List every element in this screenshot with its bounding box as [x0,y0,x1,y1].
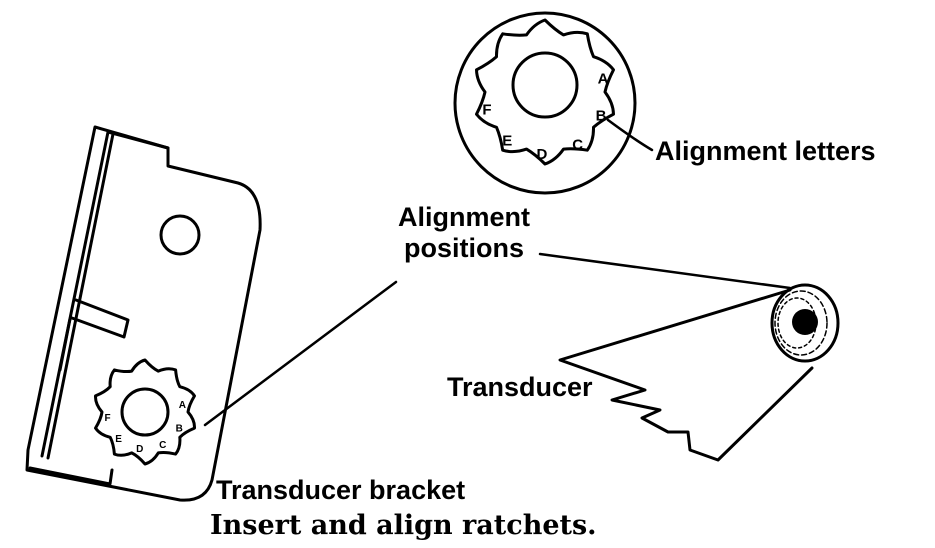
bracket-outline [25,125,262,502]
ratchet-letter-e: E [502,133,512,150]
bracket-gear-outline [93,358,197,466]
ratchet-outer-ring [453,11,637,195]
bracket-letter-c: C [159,440,166,451]
ratchet-center-hole [511,51,579,119]
transducer-label: Transducer [447,372,593,402]
bracket-inner-edge-2 [46,132,115,460]
bracket-inner-edge [40,130,110,458]
leader-alignment-letters [606,118,654,152]
alignment-letters-label: Alignment letters [655,136,876,166]
alignment-positions-line-2: positions [404,233,524,263]
transducer-body [558,288,814,462]
transducer [558,283,840,462]
transducer-cap-outer [770,283,840,363]
alignment-positions-label: Alignment positions [374,202,554,264]
bracket-letter-d: D [136,444,143,455]
bracket-letter-e: E [115,434,122,445]
bracket-gap-line [58,317,72,372]
bracket-gear-hole [120,387,170,437]
bracket-letter-a: A [179,400,186,411]
alignment-positions-line-1: Alignment [398,202,530,232]
bracket-slot [70,298,130,339]
figure-caption: Insert and align ratchets. [210,510,597,541]
bracket-letter-f: F [105,413,111,424]
ratchet-letter-d: D [536,146,547,163]
transducer-cap-ring [774,290,828,356]
bracket-letter-b: B [176,423,183,434]
ratchet-letter-b: B [596,107,607,124]
ratchet-letter-f: F [482,101,491,118]
leader-alignment-positions-bracket [203,280,398,427]
ratchet-letters-top: A BC D EF [482,70,608,162]
ratchet-letter-c: C [572,136,583,153]
ratchet-letters-bracket: A BC D EF [105,400,186,455]
bracket-bottom-tab [28,466,114,486]
leader-alignment-positions-transducer [538,252,792,290]
ratchet-detail: A BC D EF [453,11,637,195]
bracket-screw-hole [159,214,201,256]
transducer-bracket-label: Transducer bracket [216,475,466,505]
transducer-bracket: A BC D EF [25,125,262,502]
ratchet-gear-outline [475,18,615,166]
bracket-top-tab [106,130,170,150]
ratchet-letter-a: A [598,70,609,87]
leader-lines [203,118,792,427]
transducer-pivot-hole [792,309,818,335]
